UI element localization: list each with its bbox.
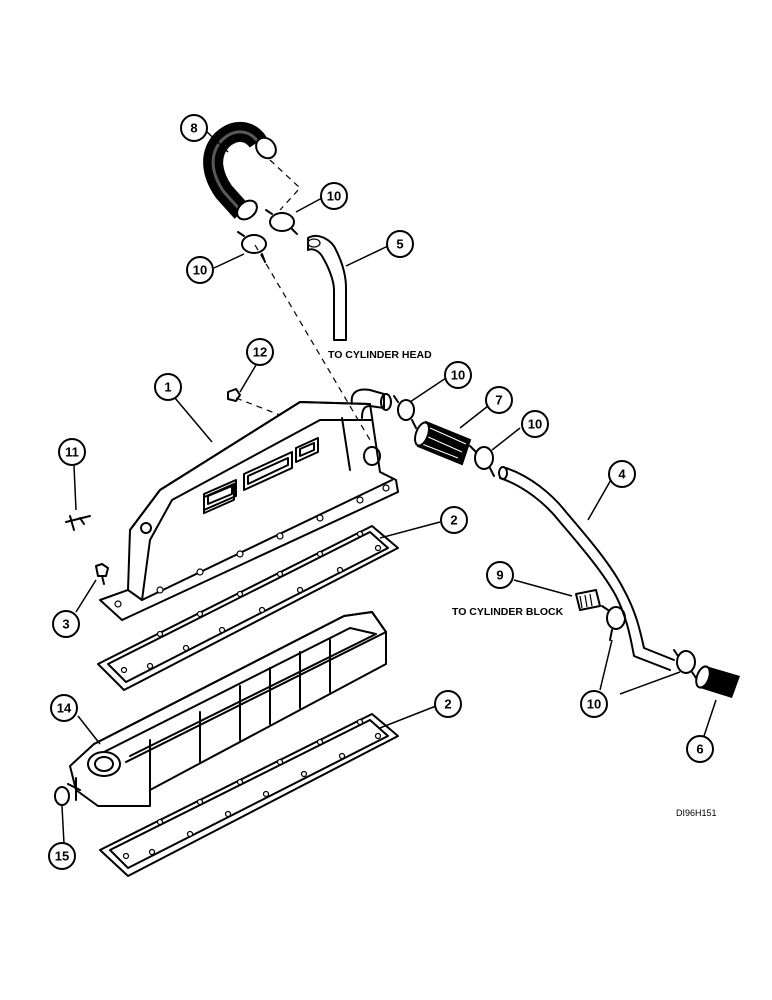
callout-label: 10 [528,417,542,432]
callout-label: 11 [65,445,79,460]
callout-label: 2 [450,513,457,528]
hose-clamp-icon [393,395,417,429]
note-to-cylinder-head: TO CYLINDER HEAD [328,349,432,361]
callout-1: 1 [154,373,182,401]
callout-12: 12 [246,338,274,366]
hose-clamp-icon [673,649,697,679]
callout-label: 10 [193,263,207,278]
callout-10: 10 [320,182,348,210]
callout-label: 10 [587,697,601,712]
manifold-body-14 [67,611,387,807]
manifold-cover-1 [99,388,399,621]
callout-5: 5 [386,230,414,258]
callout-label: 2 [444,697,451,712]
callout-label: 7 [495,393,502,408]
callout-4: 4 [608,460,636,488]
callout-6: 6 [686,735,714,763]
callout-14: 14 [50,694,78,722]
callout-11: 11 [58,438,86,466]
callout-label: 12 [253,345,267,360]
fitting-9 [575,589,601,611]
callout-label: 6 [696,742,703,757]
callout-label: 4 [618,467,626,482]
callout-label: 3 [62,617,69,632]
alignment-line [235,397,281,416]
callout-label: 5 [396,237,403,252]
alignment-line [254,244,371,441]
alignment-line [269,159,301,211]
callout-label: 10 [451,368,465,383]
gasket-2-lower [99,713,399,877]
cap-screw-3 [95,563,109,585]
callout-15: 15 [48,842,76,870]
figure-code: DI96H151 [676,808,717,818]
callout-10: 10 [444,361,472,389]
callout-8: 8 [180,114,208,142]
bleed-screw-11 [65,515,91,531]
callout-3: 3 [52,610,80,638]
callout-label: 8 [190,121,197,136]
note-to-cylinder-block: TO CYLINDER BLOCK [452,606,564,618]
callout-2: 2 [434,690,462,718]
coolant-pipe-4 [498,466,675,671]
plug-12 [227,388,241,402]
callout-label: 9 [496,568,503,583]
callout-2: 2 [440,506,468,534]
callout-10: 10 [186,256,214,284]
callout-10: 10 [521,410,549,438]
hose-7 [414,420,472,466]
leader-lines [61,129,717,845]
gasket-2-upper [97,525,399,691]
callout-label: 15 [55,849,69,864]
hose-clamp-icon [469,445,495,477]
hose-6 [695,665,740,698]
o-ring-15 [54,786,70,806]
callout-9: 9 [486,561,514,589]
hose-clamp-icon [601,605,626,641]
callout-7: 7 [485,386,513,414]
coolant-tube-5 [307,234,347,341]
callout-label: 1 [164,380,171,395]
upper-hose-8 [203,122,277,221]
callout-label: 14 [57,701,72,716]
hose-clamp-icon [237,209,298,263]
callout-10: 10 [580,690,608,718]
callout-label: 10 [327,189,341,204]
